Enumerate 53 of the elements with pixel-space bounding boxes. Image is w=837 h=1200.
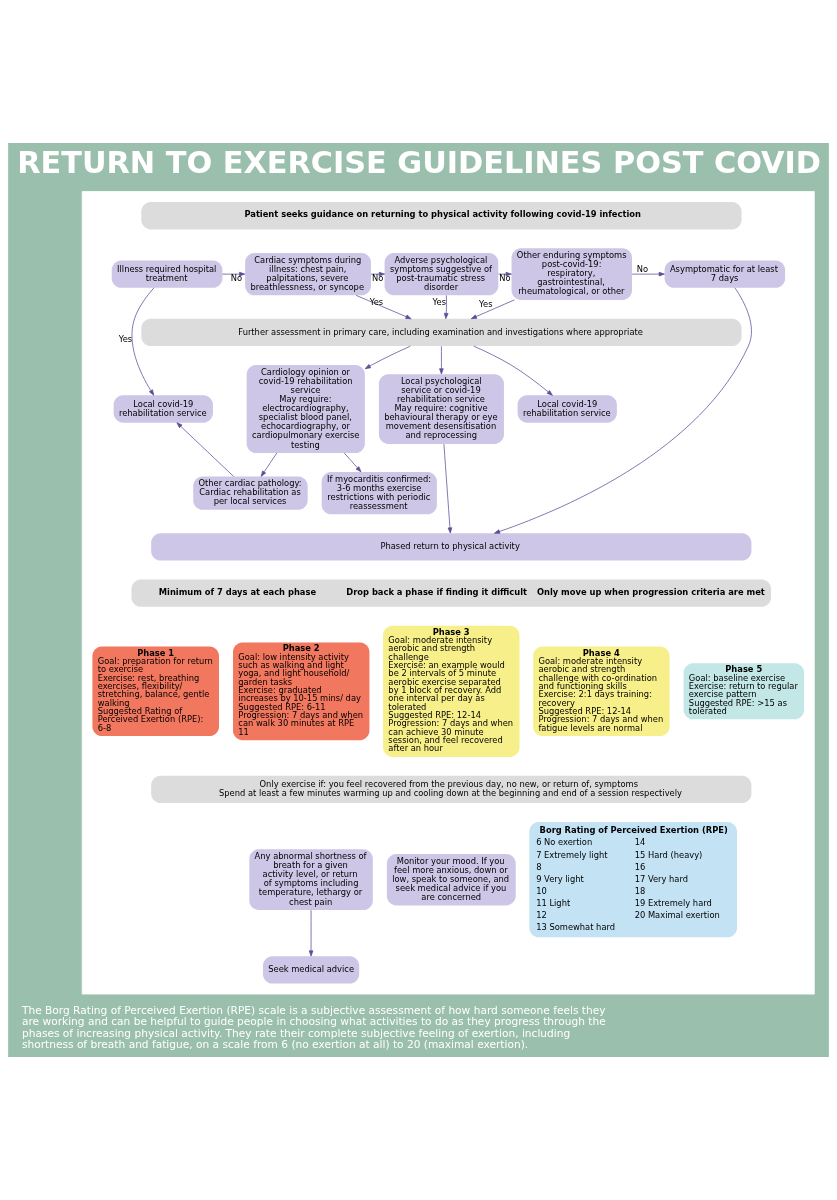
node-box: Phase 2 Goal: low intensity activity such as walking and light yoga, and light household/ garden tasks Exercise: graduated increases by 10-15 mins/ day Suggested RPE: 6-11 Progression: 7 days and when can walk 30 minutes at RPE 11	[233, 642, 370, 741]
node-box: Phased return to physical activity	[151, 533, 752, 561]
node-box: Monitor your mood. If you feel more anxious, down or low, speak to someone, and seek medical advice if you are concerned	[386, 853, 516, 906]
edge-label: No	[636, 263, 649, 274]
edge-label: No	[230, 272, 243, 283]
arrow	[370, 271, 385, 277]
edge-label: Yes	[118, 334, 133, 345]
node-box: Phase 1 Goal: preparation for return to exercise Exercise: rest, breathing exercises, flexibility/ stretching, balance, gentle walking Suggested Rating of Perceived Exertion (RPE): 6-8	[92, 646, 219, 737]
node-box: Illness required hospital treatment	[111, 260, 223, 288]
node-box: Phase 4 Goal: moderate intensity aerobic and strength challenge with co-ordination and functioning skills Exercise: 2:1 days training: recovery Suggested RPE: 12-14 Progression: 7 days and when fatigue levels are normal	[533, 646, 670, 737]
node-box: Local covid-19 rehabilitation service	[517, 395, 617, 423]
arrow	[131, 287, 155, 396]
arrow	[473, 345, 553, 396]
node-box: Patient seeks guidance on returning to physical activity following covid-19 infection	[141, 202, 742, 230]
arrow	[176, 422, 234, 477]
edge-label: Yes	[369, 296, 384, 307]
arrow	[439, 345, 444, 375]
arrow	[260, 452, 278, 477]
arrow	[498, 271, 512, 277]
node-box: Other cardiac pathology: Cardiac rehabilitation as per local services	[193, 476, 308, 510]
arrow	[343, 452, 362, 473]
node-box: Adverse psychological symptoms suggestive of post-traumatic stress disorder	[384, 252, 499, 296]
node-box: Seek medical advice	[262, 956, 360, 984]
arrow	[308, 909, 314, 957]
edge-label: Yes	[432, 296, 447, 307]
node-box: Local psychological service or covid-19 rehabilitation service May require: cognitive behavioural therapy or eye movement desensitisation and reprocessing	[378, 374, 504, 444]
arrow	[444, 295, 449, 320]
node-box: Other enduring symptoms post-covid-19: respiratory, gastrointestinal, rheumatological, or other	[511, 248, 633, 300]
arrow	[494, 287, 752, 534]
node-box: Cardiology opinion or covid-19 rehabilitation service May require: electrocardiography, specialist blood panel, echocardiography, or cardiopulmonary exercise testing	[246, 365, 365, 453]
node-box: Only exercise if: you feel recovered from the previous day, no new, or return of, symptoms Spend at least a few minutes warming up and cooling down at the beginning and end of a session respectively	[151, 775, 752, 804]
node-box: If myocarditis confirmed: 3-6 months exercise restrictions with periodic reassessment	[321, 471, 437, 515]
caption: The Borg Rating of Perceived Exertion (RPE) scale is a subjective assessment of how hard someone feels they are working and can be helpful to guide people in choosing what activities to do as they progress through the phases of increasing physical activity. They rate their complete subjective feeling of exertion, including shortness of breath and fatigue, on a scale from 6 (no exertion at all) to 20 (maximal exertion).	[21, 1003, 606, 1052]
arrow	[443, 443, 453, 534]
node-box: Borg Rating of Perceived Exertion (RPE) 6 No exertion 14 7 Extremely light 15 Hard (heavy) 8 16 9 Very light 17 Very hard 10 18 11 Light 19 Extremely hard 12 20 Maximal exertion 13 Somewhat hard	[529, 822, 737, 938]
arrow	[222, 271, 246, 277]
arrow	[470, 299, 515, 320]
cluster	[81, 191, 815, 995]
node-box: Further assessment in primary care, including examination and investigations where appropriate	[141, 318, 742, 347]
node-box: Phase 5 Goal: baseline exercise Exercise: return to regular exercise pattern Suggested RPE: >15 as tolerated	[683, 663, 805, 720]
edge-label: Yes	[479, 298, 493, 309]
arrow	[631, 271, 665, 277]
arrow	[364, 345, 411, 370]
node-box: Any abnormal shortness of breath for a given activity level, or return of symptoms including temperature, lethargy or chest pain	[249, 849, 373, 910]
node-box: Local covid-19 rehabilitation service	[113, 395, 213, 423]
arrow	[355, 295, 412, 320]
edge-label: No	[499, 272, 511, 283]
node-box: Cardiac symptoms during illness: chest pain, palpitations, severe breathlessness, or syncope	[245, 252, 371, 296]
node-box: Asymptomatic for at least 7 days	[664, 260, 786, 288]
diagram-title: RETURN TO EXERCISE GUIDELINES POST COVID	[17, 144, 821, 180]
node-box: Minimum of 7 days at each phase Drop back a phase if finding it difficult Only move up when progression criteria are met	[131, 579, 772, 607]
node-box: Phase 3 Goal: moderate intensity aerobic and strength challenge Exercise: an example would be 2 intervals of 5 minute aerobic exercise separated by 1 block of recovery. Add one interval per day as tolerated Suggested RPE: 12-14 Progression: 7 days and when can achieve 30 minute session, and feel recovered after an hour	[383, 625, 520, 757]
edge-label: No	[371, 272, 384, 283]
